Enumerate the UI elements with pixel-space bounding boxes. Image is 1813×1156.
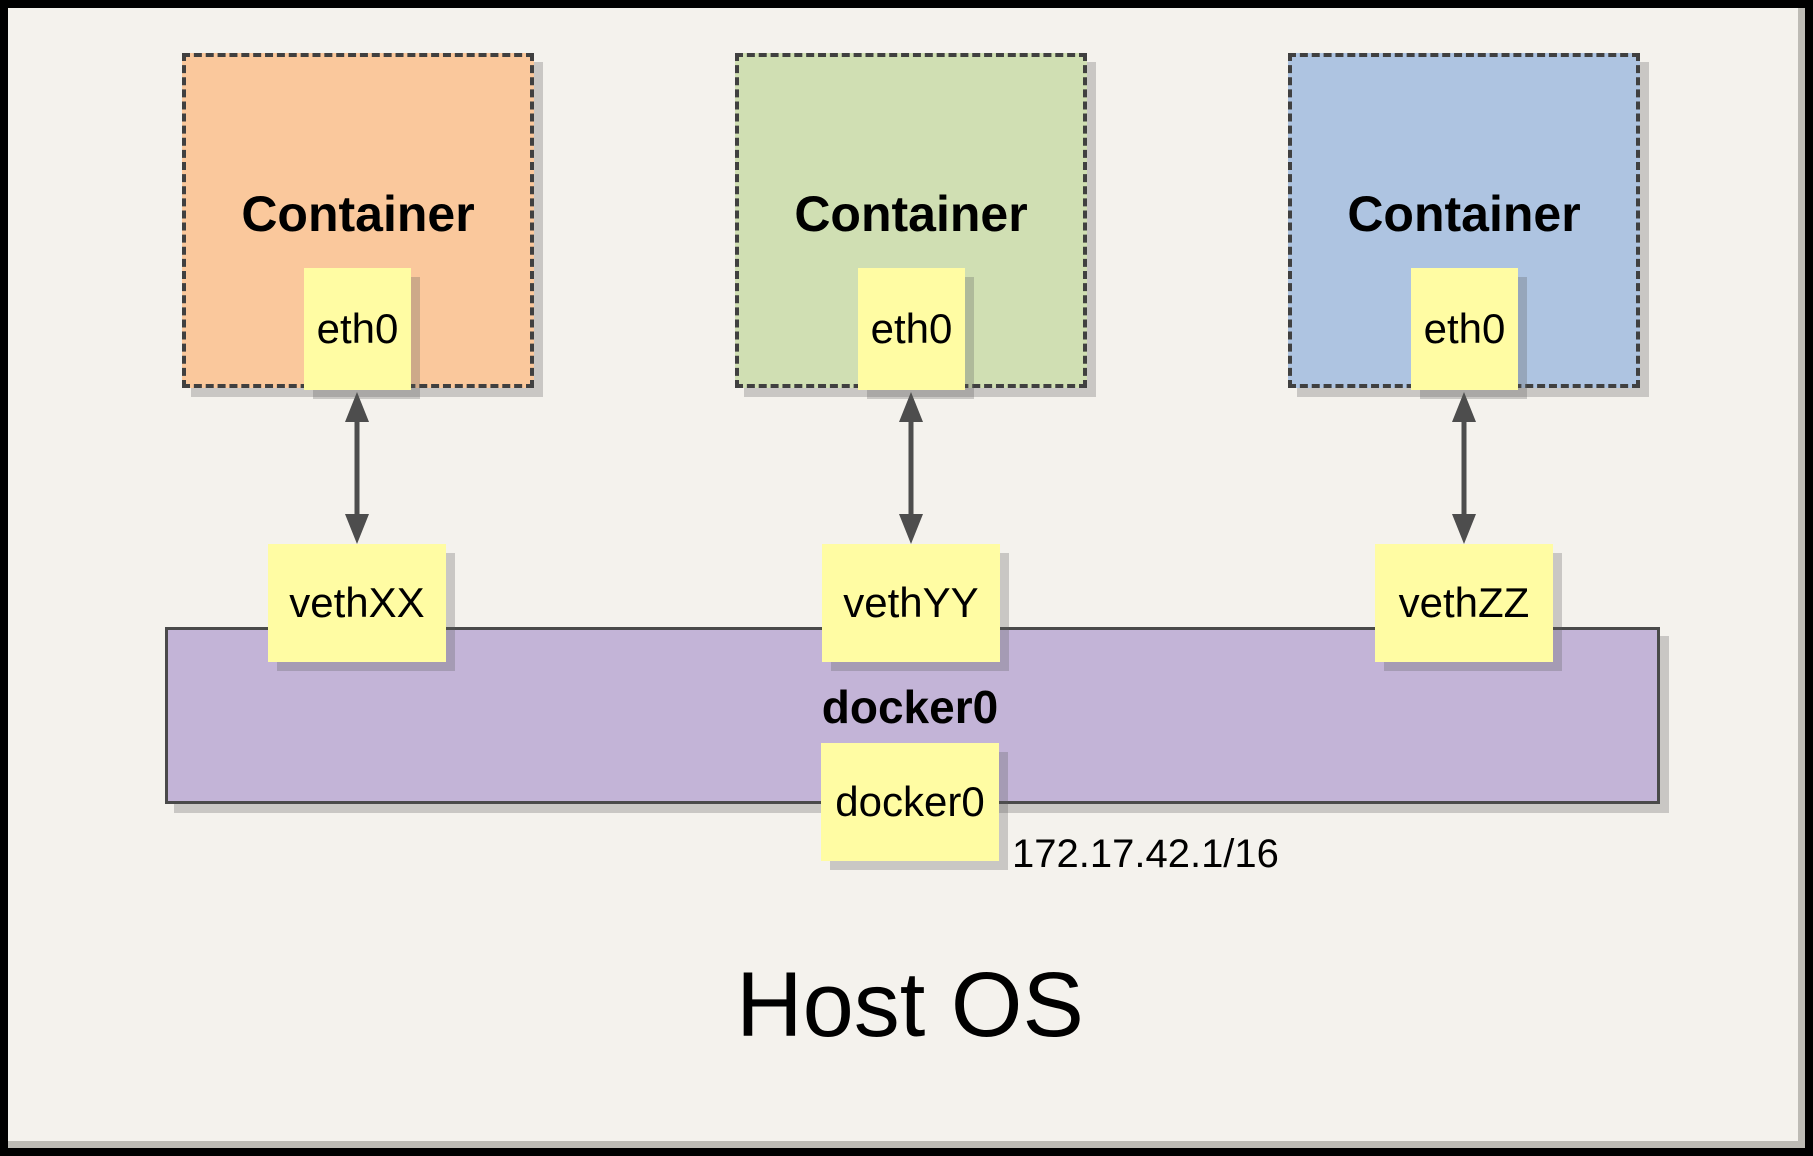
- docker0-interface-label: docker0: [835, 778, 985, 825]
- vethYY-note: vethYY: [822, 544, 1000, 662]
- eth0-label-1: eth0: [316, 305, 399, 352]
- vethXX-label: vethXX: [289, 579, 425, 626]
- eth0-note-container-3: eth0: [1411, 268, 1518, 390]
- container-2-label: Container: [794, 186, 1028, 242]
- eth0-label-2: eth0: [870, 305, 953, 352]
- double-arrow-icon-2: [899, 392, 923, 544]
- vethZZ-note: vethZZ: [1375, 544, 1553, 662]
- vethYY-label: vethYY: [843, 579, 979, 626]
- vethXX-note: vethXX: [268, 544, 446, 662]
- docker0-ip-address: 172.17.42.1/16: [1012, 832, 1279, 876]
- docker0-interface-note: docker0: [821, 743, 999, 861]
- vethZZ-label: vethZZ: [1398, 579, 1530, 626]
- host-os-label: Host OS: [736, 954, 1084, 1056]
- eth0-note-container-1: eth0: [304, 268, 411, 390]
- docker0-bridge-label: docker0: [821, 681, 999, 733]
- eth0-label-3: eth0: [1423, 305, 1506, 352]
- eth0-note-container-2: eth0: [858, 268, 965, 390]
- container-1-label: Container: [241, 186, 475, 242]
- double-arrow-icon-1: [345, 392, 369, 544]
- container-3-label: Container: [1347, 186, 1581, 242]
- double-arrow-icon-3: [1452, 392, 1476, 544]
